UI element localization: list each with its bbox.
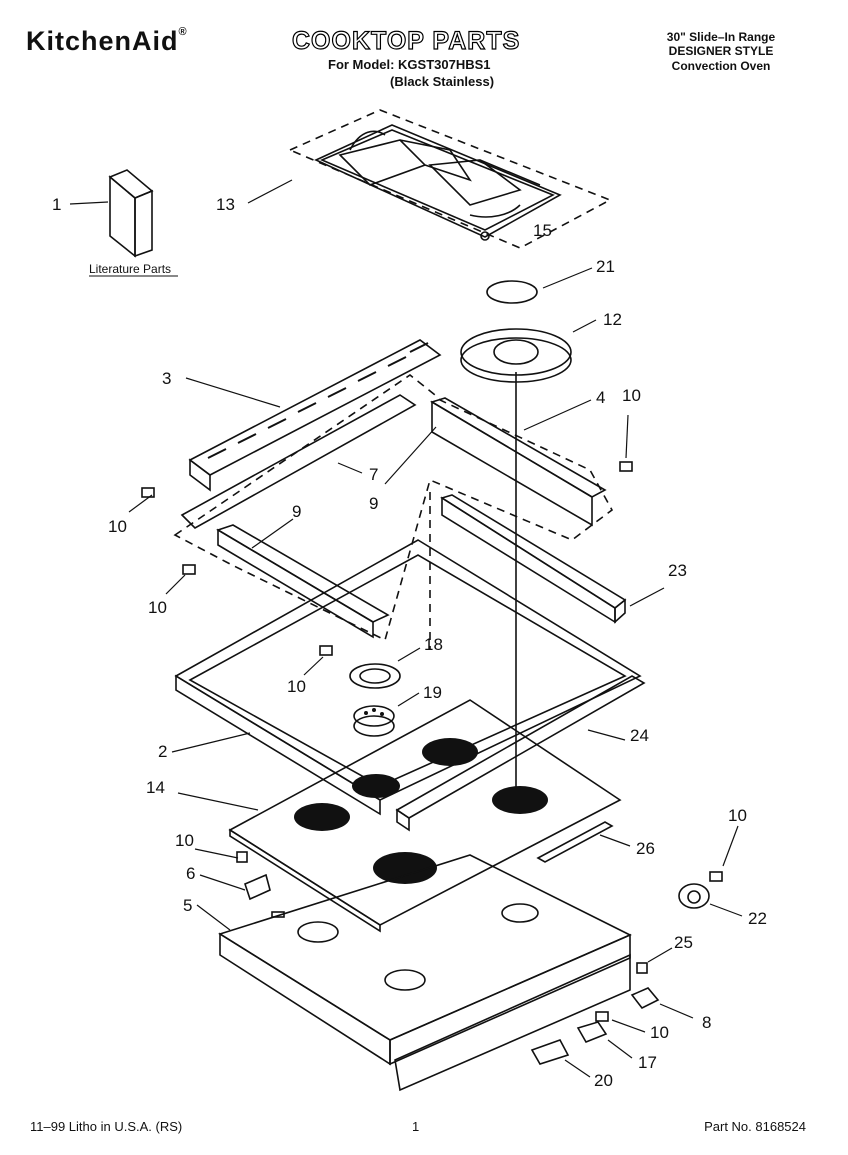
- callout-24: 24: [630, 726, 649, 745]
- callout-1: 1: [52, 195, 61, 214]
- leader-lines: [69, 179, 743, 1078]
- callout-5: 5: [183, 896, 192, 915]
- callout-10-center: 10: [287, 677, 306, 696]
- temperature-sensor: [530, 1039, 570, 1065]
- burner-box: [218, 854, 632, 1092]
- callout-18: 18: [424, 635, 443, 654]
- callout-10-left-upper: 10: [108, 517, 127, 536]
- footer-litho: 11–99 Litho in U.S.A. (RS): [30, 1119, 183, 1134]
- callout-22: 22: [748, 909, 767, 928]
- callout-20: 20: [594, 1071, 613, 1090]
- callout-19: 19: [423, 683, 442, 702]
- burner-grate: [314, 124, 562, 241]
- callout-14: 14: [146, 778, 165, 797]
- callout-25: 25: [674, 933, 693, 952]
- page-title: COOKTOP PARTS: [291, 26, 521, 55]
- range-type: 30" Slide–In Range: [666, 30, 776, 44]
- callout-15: 15: [533, 221, 552, 240]
- callout-3: 3: [162, 369, 171, 388]
- rear-vent-trim: [188, 339, 442, 492]
- switch-block: [630, 987, 660, 1010]
- callout-10-igniter: 10: [728, 806, 747, 825]
- bracket-clip: [244, 873, 271, 901]
- cooktop-frame: [174, 539, 642, 816]
- callout-9-rear: 9: [369, 494, 378, 513]
- callout-23: 23: [668, 561, 687, 580]
- callout-17: 17: [638, 1053, 657, 1072]
- rear-assembly-outline: [173, 374, 614, 642]
- callout-10-valve: 10: [650, 1023, 669, 1042]
- range-style: DESIGNER STYLE: [668, 44, 774, 58]
- brand-name: KitchenAid: [26, 26, 179, 56]
- callout-10-left-lower: 10: [148, 598, 167, 617]
- cooktop-surface: [228, 699, 622, 933]
- seal-strip: [536, 821, 614, 863]
- burner-orifice: [353, 705, 395, 737]
- right-trim-strip: [440, 494, 627, 609]
- callout-8: 8: [702, 1013, 711, 1032]
- registered-mark: ®: [178, 26, 188, 38]
- callout-26: 26: [636, 839, 655, 858]
- model-line: For Model: KGST307HBS1: [328, 57, 491, 72]
- callout-9-front: 9: [292, 502, 301, 521]
- grate-outline: [287, 109, 612, 249]
- burner-cap: [486, 280, 538, 304]
- literature-parts-label: Literature Parts: [89, 262, 171, 276]
- variant-line: (Black Stainless): [390, 74, 495, 89]
- callout-6: 6: [186, 864, 195, 883]
- footer-page-number: 1: [412, 1119, 420, 1134]
- footer-part-number: Part No. 8168524: [704, 1119, 806, 1134]
- igniter: [678, 883, 710, 909]
- front-cross-rail: [216, 524, 390, 623]
- brand-logo: KitchenAid®: [26, 26, 188, 57]
- callout-2: 2: [158, 742, 167, 761]
- screw-icon: [141, 461, 723, 1022]
- callout-13: 13: [216, 195, 235, 214]
- burner-base: [349, 663, 401, 689]
- literature-booklet-icon: [108, 169, 154, 258]
- callout-10-box: 10: [175, 831, 194, 850]
- callout-7: 7: [369, 465, 378, 484]
- valve-bracket: [576, 1021, 608, 1044]
- range-oven: Convection Oven: [671, 59, 771, 73]
- callout-10-right-upper: 10: [622, 386, 641, 405]
- callout-4: 4: [596, 388, 605, 407]
- callout-21: 21: [596, 257, 615, 276]
- callout-12: 12: [603, 310, 622, 329]
